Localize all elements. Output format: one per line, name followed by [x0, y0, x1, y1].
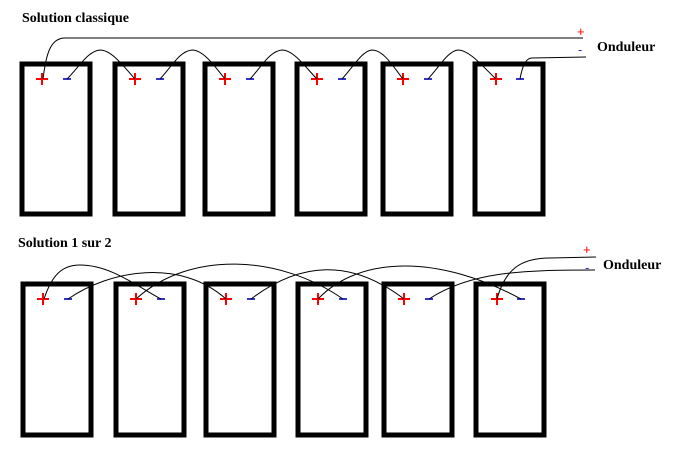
inverter-label-1-sur-2: Onduleur [603, 258, 662, 273]
solar-panel [112, 61, 186, 217]
section-title-classique: Solution classique [22, 11, 129, 26]
solar-panel [19, 61, 93, 217]
solar-panel [473, 281, 547, 438]
solar-panel [381, 281, 455, 438]
minus-label: - [578, 42, 582, 57]
inverter-label-classique: Onduleur [597, 40, 656, 55]
solar-panel [294, 61, 368, 217]
solar-panel [380, 61, 454, 217]
solar-panel [202, 61, 276, 217]
solar-panel [295, 281, 369, 438]
panel-row-classique [19, 61, 546, 217]
wires-classique [42, 37, 587, 80]
svg-text:-: - [585, 260, 589, 275]
solar-panel [472, 61, 546, 217]
plus-label: + [577, 24, 585, 39]
solar-panel [113, 281, 187, 438]
panel-row-1-sur-2 [20, 281, 547, 438]
wires-1-sur-2 [43, 256, 597, 300]
solar-panel [203, 281, 277, 438]
solar-panel [20, 281, 94, 438]
svg-text:+: + [583, 242, 591, 257]
section-title-1-sur-2: Solution 1 sur 2 [18, 236, 112, 251]
